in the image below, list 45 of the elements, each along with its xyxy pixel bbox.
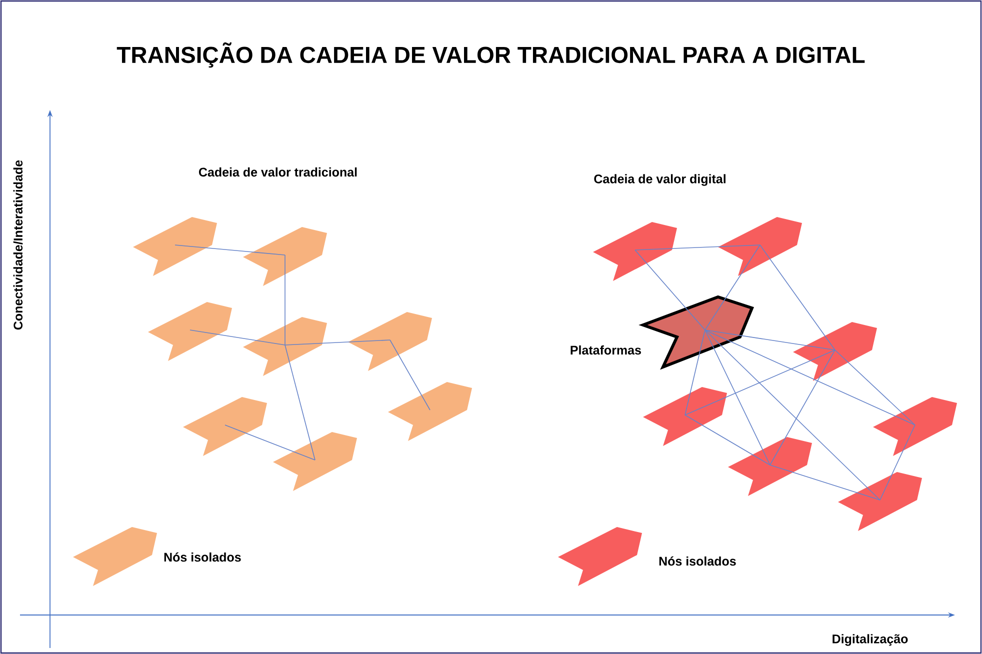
chevron-shape [593, 222, 677, 281]
chevron-shape [718, 217, 802, 276]
chevron-shape [388, 382, 472, 441]
connector-line [760, 244, 836, 350]
chevron-shape [243, 317, 327, 376]
connector-line [704, 330, 770, 466]
chevron-shape [838, 472, 922, 531]
connector-line [880, 424, 916, 500]
chevron-shape [643, 387, 727, 446]
connector-line [704, 244, 760, 330]
node-caption: Plataformas [570, 345, 641, 355]
chevron-shape [873, 397, 957, 456]
chevron-shape [793, 322, 877, 381]
chevron-shape [348, 312, 432, 371]
chevron-shape [183, 397, 267, 456]
node-caption: Nós isolados [164, 552, 241, 562]
connector-line [704, 330, 916, 426]
axis-label: Conectividade/Interatividade [13, 160, 23, 330]
heading: Cadeia de valor tradicional [198, 167, 357, 177]
connector-line [770, 464, 880, 500]
connector-line [834, 350, 916, 426]
connector-line [634, 250, 706, 330]
connector-line [224, 424, 316, 460]
chevron-shape [273, 432, 357, 491]
chevron-shape [133, 217, 217, 276]
node-caption: Nós isolados [659, 556, 736, 566]
connector-line [684, 330, 706, 416]
chevron-shape [243, 227, 327, 286]
connector-line [284, 254, 286, 346]
axis-label: Digitalização [832, 634, 908, 646]
connector-line [190, 330, 286, 346]
chevron-shape [148, 302, 232, 361]
connector-line [634, 244, 760, 250]
title: TRANSIÇÃO DA CADEIA DE VALOR TRADICIONAL PARA A DIGITAL [116, 42, 865, 68]
connector-line [174, 244, 286, 256]
connector-line [704, 330, 836, 350]
connector-line [704, 330, 880, 500]
connector-line [770, 350, 836, 466]
connector-line [684, 414, 770, 466]
connector-line [284, 344, 316, 460]
heading: Cadeia de valor digital [594, 174, 726, 186]
connector-line [684, 350, 836, 416]
connector-line [284, 340, 390, 346]
connector-line [390, 340, 430, 410]
chevron-shape [728, 437, 812, 496]
